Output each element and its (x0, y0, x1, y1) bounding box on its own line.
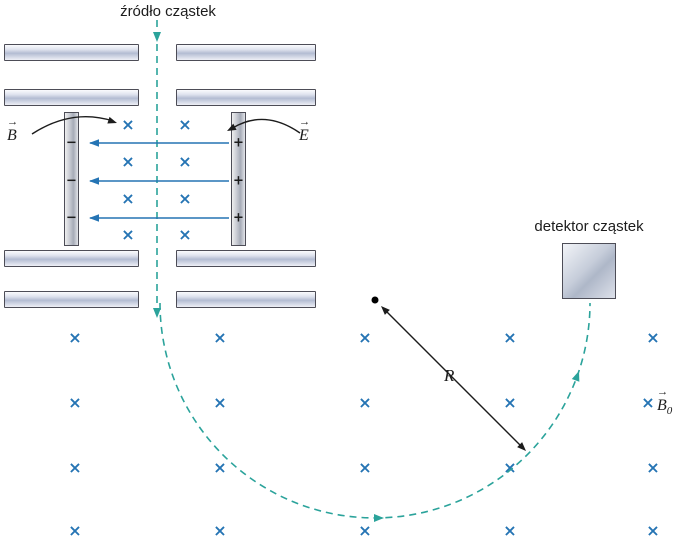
vector-arrow-icon: → (298, 115, 311, 128)
minus-charge-label: − (66, 135, 77, 151)
collimator-slit-bar (176, 89, 316, 106)
capacitor-plate-positive (231, 112, 246, 246)
b-field-into-page-icon: × (178, 152, 192, 171)
b-field-into-page-icon: × (68, 328, 82, 347)
b-field-into-page-icon: × (213, 521, 227, 540)
b-field-into-page-icon: × (503, 328, 517, 347)
b-field-into-page-icon: × (178, 225, 192, 244)
beam-arrowhead-icon (571, 371, 580, 382)
b0-subscript: 0 (666, 405, 673, 418)
beam-arrowhead-icon (153, 32, 161, 42)
collimator-slit-bar (4, 250, 139, 267)
radius-arrowhead-icon (381, 306, 390, 315)
b-vector: →B (7, 116, 19, 145)
b-field-into-page-icon: × (68, 458, 82, 477)
plus-charge-label: + (233, 210, 244, 226)
vector-arrow-icon: → (656, 385, 669, 398)
minus-charge-label: − (66, 210, 77, 226)
plus-charge-label: + (233, 135, 244, 151)
b-field-into-page-icon: × (68, 521, 82, 540)
e-vector: →E (299, 116, 311, 145)
b-field-into-page-icon: × (121, 115, 135, 134)
b-field-into-page-icon: × (503, 521, 517, 540)
collimator-slit-bar (176, 250, 316, 267)
b-field-into-page-icon: × (503, 458, 517, 477)
collimator-slit-bar (176, 44, 316, 61)
b0-vector: →B (657, 386, 669, 415)
b-field-into-page-icon: × (68, 393, 82, 412)
b-field-into-page-icon: × (213, 328, 227, 347)
b-letter: B (7, 127, 17, 144)
b-field-into-page-icon: × (358, 393, 372, 412)
particle-source-label: źródło cząstek (120, 3, 216, 20)
b-field-into-page-icon: × (121, 152, 135, 171)
b-field-into-page-icon: × (503, 393, 517, 412)
e-field-label: →E (299, 116, 311, 145)
e-letter: E (299, 127, 309, 144)
radius-arrowhead-icon (517, 442, 526, 451)
b0-field-label: →B0 (657, 386, 673, 418)
vector-arrow-icon: → (6, 115, 19, 128)
radius-label: R (444, 366, 455, 385)
b-field-into-page-icon: × (358, 521, 372, 540)
capacitor-plate-negative (64, 112, 79, 246)
collimator-slit-bar (4, 291, 139, 308)
collimator-slit-bar (4, 44, 139, 61)
b-field-into-page-icon: × (646, 521, 660, 540)
particle-detector-label: detektor cząstek (534, 218, 644, 235)
b-field-into-page-icon: × (646, 458, 660, 477)
b0-letter: B (657, 397, 667, 414)
collimator-slit-bar (176, 291, 316, 308)
e-field-arrows (89, 139, 229, 222)
b-field-into-page-icon: × (121, 225, 135, 244)
circle-center-dot (371, 296, 379, 304)
b-field-into-page-icon: × (646, 328, 660, 347)
b-field-into-page-icon: × (358, 328, 372, 347)
beam-arrowhead-icon (153, 308, 161, 318)
beam-arrowhead-icon (374, 514, 384, 522)
plus-charge-label: + (233, 173, 244, 189)
collimator-slit-bar (4, 89, 139, 106)
b-field-into-page-icon: × (178, 115, 192, 134)
b-field-into-page-icon: × (178, 189, 192, 208)
minus-charge-label: − (66, 173, 77, 189)
b-field-into-page-icon: × (358, 458, 372, 477)
b-pointer-arrowhead-icon (107, 116, 117, 124)
b-field-into-page-icon: × (213, 393, 227, 412)
particle-detector-box (562, 243, 616, 299)
b-field-into-page-icon: × (213, 458, 227, 477)
b-field-into-page-icon: × (641, 393, 655, 412)
b-field-label: →B (7, 116, 19, 145)
b-field-into-page-icon: × (121, 189, 135, 208)
